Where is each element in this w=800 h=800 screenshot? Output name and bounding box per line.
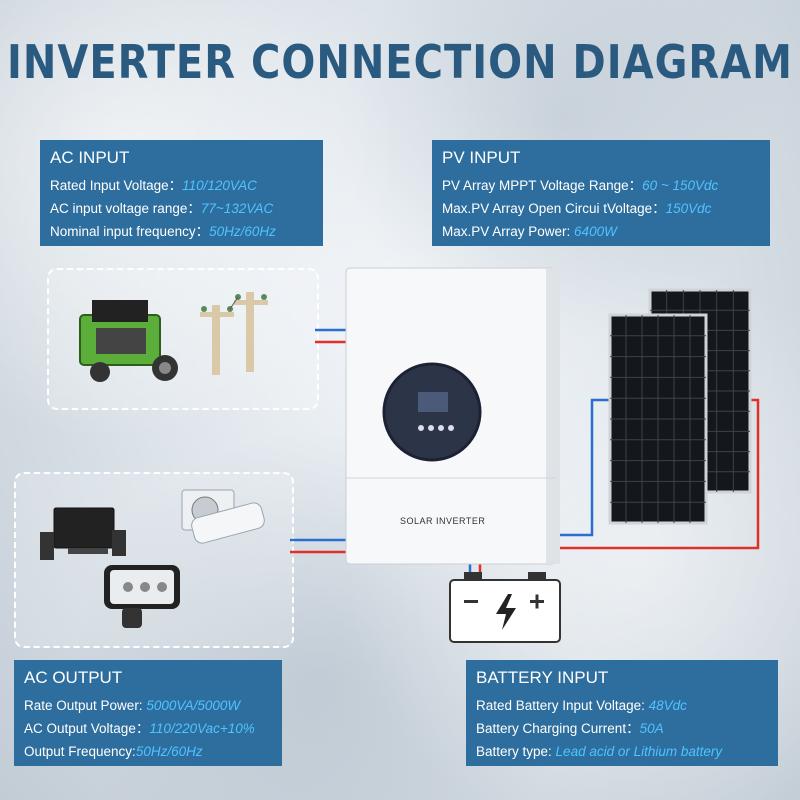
row-label: Rate Output Power: (24, 698, 147, 713)
row-value: Lead acid or Lithium battery (555, 744, 723, 759)
ac-output-heading: AC OUTPUT (24, 668, 123, 687)
row-value: 50Hz/60Hz (135, 744, 203, 759)
pv-input-heading: PV INPUT (442, 148, 521, 167)
inverter-label: SOLAR INVERTER (400, 516, 486, 526)
tv-icon (40, 507, 126, 560)
battery-input-heading: BATTERY INPUT (476, 668, 609, 687)
inverter-icon (345, 267, 560, 565)
row-value: 60 ~ 150Vdc (642, 178, 719, 193)
pv-input-panel: PV INPUT PV Array MPPT Voltage Range：60 … (432, 140, 770, 246)
ac-output-row: Output Frequency:50Hz/60Hz (24, 740, 272, 763)
row-label: Rated Input Voltage： (50, 178, 183, 193)
ac-input-row: AC input voltage range：77~132VAC (50, 197, 313, 220)
ac-output-loads-box (14, 472, 294, 648)
row-value: 5000VA/5000W (146, 698, 241, 713)
pv-input-row: PV Array MPPT Voltage Range：60 ~ 150Vdc (442, 174, 760, 197)
solar-panel-icon (608, 288, 752, 525)
row-value: 110/120VAC (182, 178, 257, 193)
ac-input-wires (315, 328, 346, 344)
ac-output-panel: AC OUTPUT Rate Output Power: 5000VA/5000… (14, 660, 282, 766)
row-value: 150Vdc (665, 201, 712, 216)
battery-input-row: Battery type: Lead acid or Lithium batte… (476, 740, 768, 763)
ac-input-heading: AC INPUT (50, 148, 130, 167)
row-label: Battery type: (476, 744, 556, 759)
row-label: AC Output Voltage： (24, 721, 150, 736)
battery-icon (449, 572, 561, 643)
row-label: Max.PV Array Open Circui tVoltage： (442, 201, 666, 216)
pv-input-row: Max.PV Array Power: 6400W (442, 220, 760, 243)
row-label: Rated Battery Input Voltage: (476, 698, 649, 713)
row-value: 48Vdc (648, 698, 687, 713)
row-label: Output Frequency: (24, 744, 136, 759)
row-value: 50A (639, 721, 664, 736)
row-value: 50Hz/60Hz (209, 224, 276, 239)
pv-wires (560, 398, 760, 550)
smartphone-icon (104, 565, 180, 628)
ac-input-row: Rated Input Voltage：110/120VAC (50, 174, 313, 197)
row-label: AC input voltage range： (50, 201, 201, 216)
ac-input-panel: AC INPUT Rated Input Voltage：110/120VAC … (40, 140, 323, 246)
ac-output-row: AC Output Voltage：110/220Vac+10% (24, 717, 272, 740)
row-value: 6400W (574, 224, 617, 239)
row-label: Max.PV Array Power: (442, 224, 575, 239)
row-label: Battery Charging Current： (476, 721, 640, 736)
row-label: PV Array MPPT Voltage Range： (442, 178, 643, 193)
battery-input-panel: BATTERY INPUT Rated Battery Input Voltag… (466, 660, 778, 766)
utility-pole-icon (200, 292, 268, 375)
ac-input-row: Nominal input frequency：50Hz/60Hz (50, 220, 313, 243)
battery-input-row: Battery Charging Current：50A (476, 717, 768, 740)
battery-input-row: Rated Battery Input Voltage: 48Vdc (476, 694, 768, 717)
row-value: 110/220Vac+10% (149, 721, 255, 736)
pv-input-row: Max.PV Array Open Circui tVoltage：150Vdc (442, 197, 760, 220)
row-label: Nominal input frequency： (50, 224, 210, 239)
generator-icon (79, 300, 178, 382)
page-title: INVERTER CONNECTION DIAGRAM (7, 36, 793, 90)
ac-output-row: Rate Output Power: 5000VA/5000W (24, 694, 272, 717)
row-value: 77~132VAC (200, 201, 274, 216)
air-conditioner-icon (181, 489, 265, 544)
